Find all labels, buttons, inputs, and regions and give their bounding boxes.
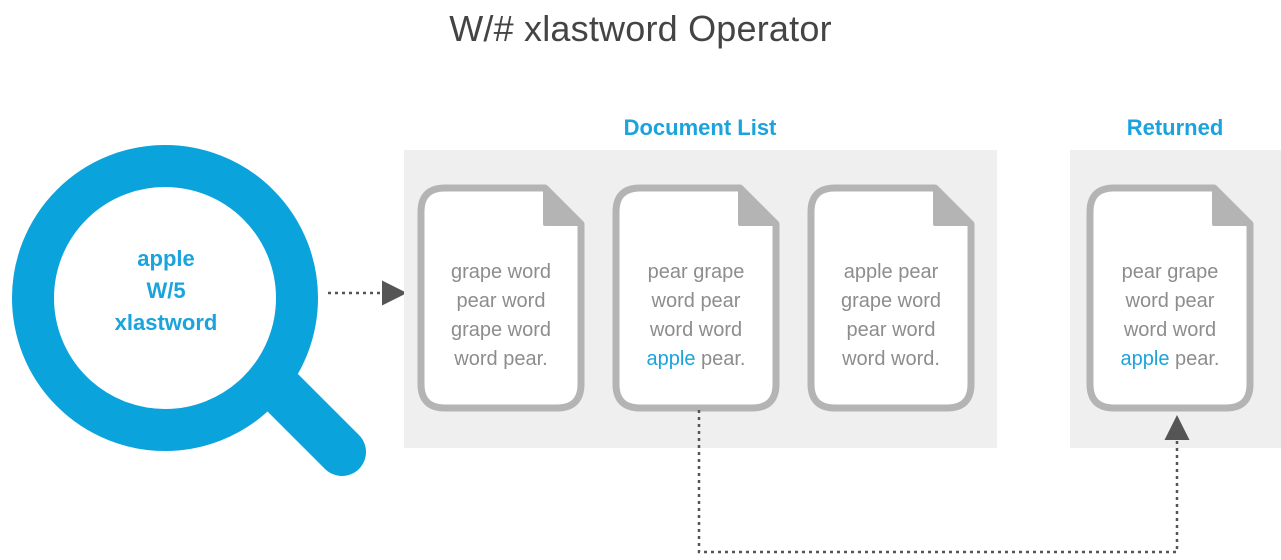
document-line: word pear xyxy=(1125,290,1215,312)
document-text: pear grape xyxy=(648,261,745,283)
documents-layer: grape word pear word grape word word pear. p… xyxy=(417,184,1254,412)
document-text: grape word xyxy=(841,290,941,312)
document-line: grape word xyxy=(841,290,941,312)
document-line: grape word xyxy=(451,261,551,283)
document-text: pear. xyxy=(695,348,745,370)
document-icon xyxy=(612,184,780,412)
query-line: xlastword xyxy=(115,310,218,335)
document-text: apple pear xyxy=(844,261,939,283)
document-icon xyxy=(807,184,975,412)
document-text: grape word xyxy=(451,319,551,341)
document-text: grape word xyxy=(451,261,551,283)
magnifier-icon xyxy=(12,145,366,476)
document-text: word word xyxy=(1123,319,1216,341)
document-text: pear. xyxy=(1169,348,1219,370)
document-fold xyxy=(543,186,583,226)
document-line: word pear. xyxy=(453,348,547,370)
document-line: pear grape xyxy=(1122,261,1219,283)
query-text: apple W/5 xlastword xyxy=(115,246,218,335)
diagram-title: W/# xlastword Operator xyxy=(449,8,832,49)
query-line: apple xyxy=(137,246,194,271)
document-line: apple pear xyxy=(844,261,939,283)
query-line: W/5 xyxy=(146,278,185,303)
returned-label: Returned xyxy=(1127,115,1224,140)
document-icon xyxy=(417,184,585,412)
highlighted-term: apple xyxy=(1121,348,1170,370)
document-text: word pear xyxy=(651,290,741,312)
document-line: pear word xyxy=(847,319,936,341)
returned-document-card: pear grape word pear word word apple pear. xyxy=(1086,184,1254,412)
document-line: grape word xyxy=(451,319,551,341)
document-line: word word xyxy=(649,319,742,341)
document-text: pear word xyxy=(457,290,546,312)
highlighted-term: apple xyxy=(647,348,696,370)
document-text: pear grape xyxy=(1122,261,1219,283)
document-line: word pear xyxy=(651,290,741,312)
document-line: word word xyxy=(1123,319,1216,341)
document-card: apple pear grape word pear word word word. xyxy=(807,184,975,412)
document-icon xyxy=(1086,184,1254,412)
document-line: pear grape xyxy=(648,261,745,283)
document-text: word pear. xyxy=(453,348,547,370)
document-list-label: Document List xyxy=(624,115,777,140)
document-card: pear grape word pear word word apple pear. xyxy=(612,184,780,412)
document-fold xyxy=(933,186,973,226)
document-card: grape word pear word grape word word pear. xyxy=(417,184,585,412)
document-line: apple pear. xyxy=(647,348,746,370)
document-line: apple pear. xyxy=(1121,348,1220,370)
document-line: pear word xyxy=(457,290,546,312)
document-text: word word. xyxy=(841,348,940,370)
document-text: pear word xyxy=(847,319,936,341)
document-text: word word xyxy=(649,319,742,341)
return-arrow xyxy=(697,410,1190,554)
document-line: word word. xyxy=(841,348,940,370)
document-fold xyxy=(738,186,778,226)
document-fold xyxy=(1212,186,1252,226)
document-text: word pear xyxy=(1125,290,1215,312)
